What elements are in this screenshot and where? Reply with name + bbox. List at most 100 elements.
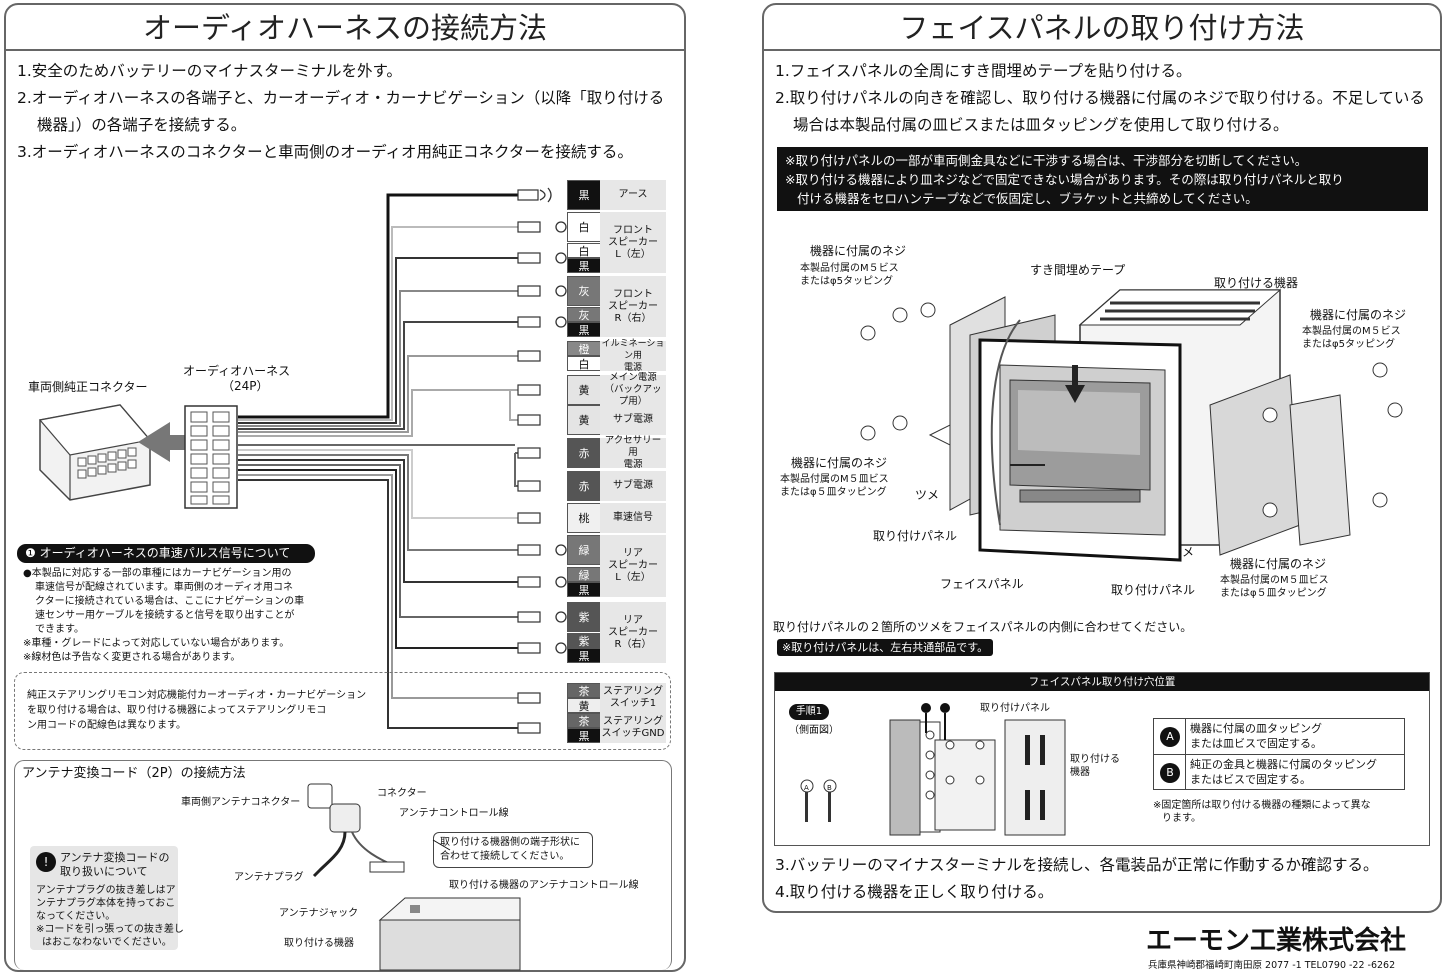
legend-key-a: A	[1160, 727, 1180, 747]
color-code: 橙	[567, 341, 601, 356]
info-icon: ❶	[25, 546, 36, 560]
wl: サブ電源	[613, 414, 653, 425]
color-code: 緑	[567, 567, 601, 582]
vehicle-connector-label: 車両側純正コネクター	[28, 380, 148, 394]
vehicle-connector-drawing	[38, 404, 190, 501]
side-view-diagram: A B	[800, 703, 1066, 836]
antenna-jack-label: アンテナジャック	[279, 908, 359, 919]
device-antenna-control-wire-label: 取り付ける機器のアンテナコントロール線	[449, 880, 639, 891]
wl: ステアリング	[603, 686, 663, 697]
wire-label-acc: アクセサリー用電源	[600, 435, 666, 470]
handling-line: アンテナプラグの抜き差しはア	[36, 885, 176, 896]
claw-1-label: ツメ	[915, 488, 940, 502]
color-code: 黄	[567, 375, 601, 405]
wl: L（左）	[615, 248, 651, 260]
color-code: 黒	[567, 648, 601, 663]
gap-tape-label: すき間埋めテープ	[1030, 263, 1126, 277]
legend-a-line: または皿ビスで固定する。	[1190, 737, 1322, 750]
wl: 車速信号	[613, 512, 653, 523]
color-code: 灰	[567, 276, 601, 306]
antenna-plug-label: アンテナプラグ	[234, 872, 304, 883]
handling-title-line: アンテナ変換コードの	[60, 851, 170, 864]
vehicle-antenna-connector-label: 車両側アンテナコネクター	[181, 797, 301, 808]
earth-text: アース	[618, 189, 648, 200]
wl: スピーカー	[608, 560, 658, 571]
device-line: 機器	[1070, 767, 1090, 778]
screw-mid-left-2: 本製品付属のM５皿ビス	[780, 474, 889, 485]
legend-b-line: 純正の金具と機器に付属のタッピング	[1190, 758, 1377, 771]
left-step-2: 2.オーディオハーネスの各端子と、カーオーディオ・カーナビゲーション（以降「取り…	[17, 89, 665, 107]
handling-line: ※コードを引っ張っての抜き差し	[36, 924, 184, 935]
left-step-1: 1.安全のためバッテリーのマイナスターミナルを外す。	[17, 62, 402, 80]
wire-label-earth: アース	[600, 180, 666, 210]
wire-label-steering-1: ステアリングスイッチ1	[600, 683, 666, 713]
screw-top-left-2: 本製品付属のM５ビス	[800, 263, 899, 274]
screw-bottom-right-2: 本製品付属のM５皿ビス	[1220, 575, 1329, 586]
device-label: 取り付ける機器	[284, 938, 354, 949]
pulse-note-title-text: オーディオハーネスの車速パルス信号について	[39, 546, 291, 560]
left-step-2-cont: 機器」）の各端子を接続する。	[37, 116, 247, 134]
color-code: 黄	[567, 405, 601, 435]
screw-top-right-3: またはφ5タッピング	[1302, 339, 1395, 350]
right-panel-title: フェイスパネルの取り付け方法	[764, 5, 1440, 51]
warning-box: ※取り付けパネルの一部が車両側金具などに干渉する場合は、干渉部分を切断してくださ…	[777, 147, 1428, 211]
antenna-drawing	[307, 783, 521, 971]
wl: （バックアップ用）	[604, 384, 662, 407]
face-panel-diagram	[860, 289, 1403, 562]
svg-text:B: B	[827, 784, 832, 792]
wl: スピーカー	[608, 236, 658, 248]
device-label-right: 取り付ける機器	[1214, 276, 1299, 290]
warning-line: ※取り付けパネルの一部が車両側金具などに干渉する場合は、干渉部分を切断してくださ…	[785, 153, 1308, 168]
screw-top-left-1: 機器に付属のネジ	[810, 244, 907, 258]
handling-title-line: 取り扱いについて	[60, 865, 148, 878]
warning-line: ※取り付ける機器により皿ネジなどで固定できない場合があります。その際は取り付けパ…	[785, 172, 1344, 187]
wire-label-speed: 車速信号	[600, 503, 666, 533]
pulse-note-line: できます。	[35, 624, 84, 635]
wl: R（右）	[614, 312, 652, 324]
company-address: 兵庫県神崎郡福崎町南田原 2077 -1 TEL0790 -22 -6262	[1148, 960, 1396, 971]
hole-box-title: フェイスパネル取り付け穴位置	[775, 673, 1429, 691]
wl: フロント	[613, 288, 653, 300]
legend-divider	[1153, 754, 1405, 755]
face-panel-label: フェイスパネル	[940, 577, 1024, 591]
wl: スイッチ1	[609, 698, 657, 709]
common-note: ※取り付けパネルは、左右共通部品です。	[777, 639, 993, 656]
pulse-note-title: ❶ オーディオハーネスの車速パルス信号について	[17, 544, 315, 563]
pulse-note-line: ※線材色は予告なく変更される場合があります。	[23, 652, 241, 663]
wl: 電源	[623, 363, 642, 373]
antenna-section	[14, 760, 672, 970]
pulse-note-line: クターに接続されている場合は、ここにナビゲーションの車	[35, 596, 305, 607]
device-line: 取り付ける	[1070, 754, 1120, 765]
right-step-4: 4.取り付ける機器を正しく取り付ける。	[775, 883, 1054, 901]
color-code: 黒	[567, 180, 601, 210]
wl: リア	[623, 548, 643, 559]
wire-label-sub-power-1: サブ電源	[600, 405, 666, 435]
wl: スイッチGND	[601, 728, 665, 739]
color-code: 黒	[567, 258, 601, 273]
color-code: 赤	[567, 438, 601, 468]
antenna-control-wire-label: アンテナコントロール線	[399, 808, 509, 819]
screw-bottom-right-3: またはφ５皿タッピング	[1220, 588, 1327, 599]
wl: 電源	[623, 459, 643, 470]
wl: アクセサリー用	[604, 435, 662, 458]
harness-connector-drawing	[184, 405, 238, 509]
harness-wires	[238, 187, 567, 734]
screw-top-right-2: 本製品付属のM５ビス	[1302, 326, 1401, 337]
fix-note-line: ※固定箇所は取り付ける機器の種類によって異な	[1153, 800, 1371, 811]
wl: スピーカー	[608, 626, 658, 638]
wire-label-main-power: メイン電源（バックアップ用）	[600, 372, 666, 407]
side-view-label: （側面図）	[789, 725, 839, 736]
color-code: 白	[567, 356, 601, 371]
callout-line: 合わせて接続してください。	[440, 851, 570, 862]
screw-mid-left-3: またはφ５皿タッピング	[780, 487, 887, 498]
wl: リア	[623, 614, 643, 626]
hole-box	[774, 672, 1430, 846]
wl: スピーカー	[608, 300, 658, 312]
color-code: 白	[567, 212, 601, 242]
color-code: 灰	[567, 307, 601, 322]
wl: R（右）	[614, 638, 652, 650]
wire-label-steering-gnd: ステアリングスイッチGND	[600, 713, 666, 743]
